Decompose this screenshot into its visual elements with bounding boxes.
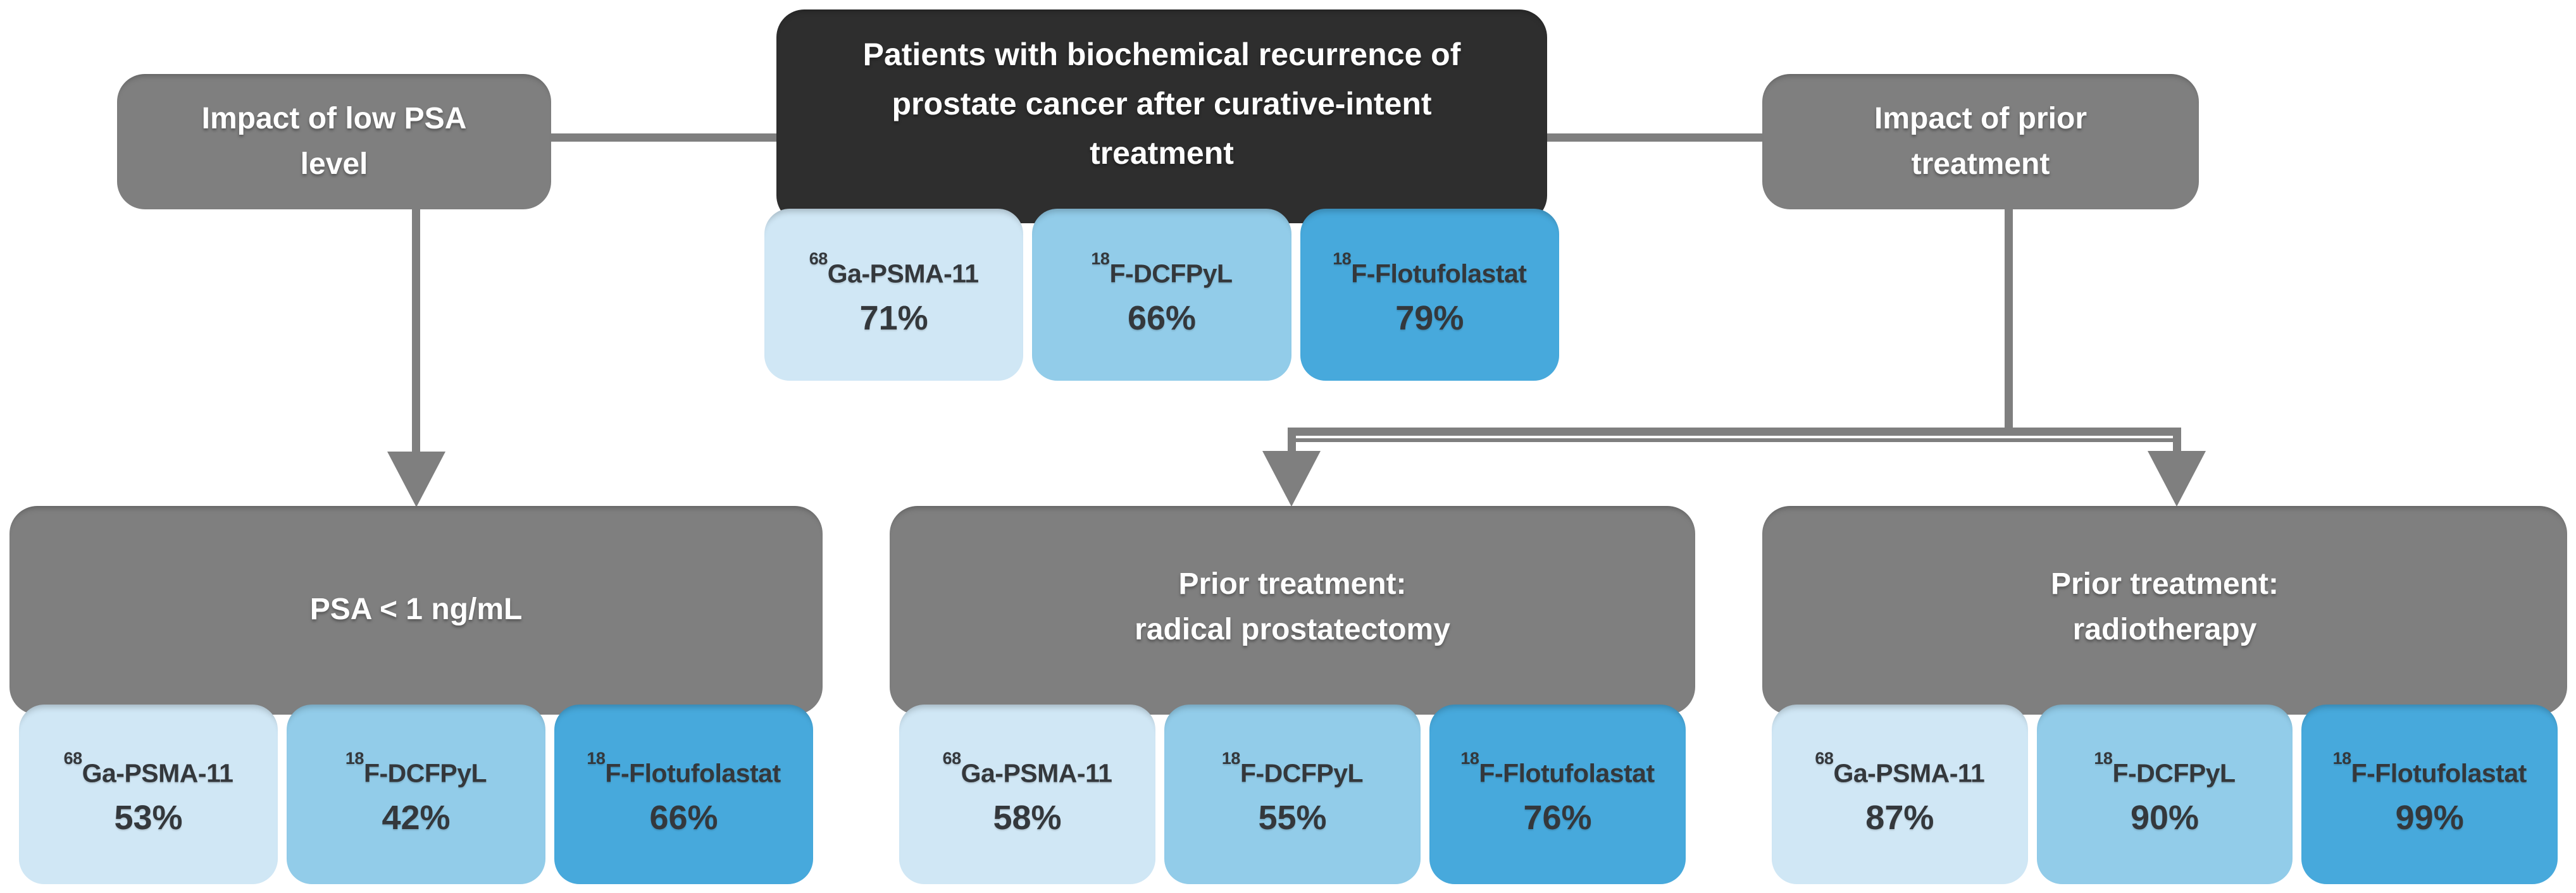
connector-branch-bar-inner	[1291, 438, 2177, 442]
node-prior-prostatectomy: Prior treatment: radical prostatectomy	[890, 506, 1695, 715]
isotope-superscript: 18	[2332, 749, 2352, 768]
isotope-superscript: 68	[1815, 749, 1834, 768]
arrowhead-prostatectomy-group	[1262, 451, 1321, 507]
tracer-box-ga-psma-11: 68Ga-PSMA-11 58%	[899, 705, 1155, 884]
tracer-name: 18F-DCFPyL	[2094, 749, 2236, 788]
tracer-box-ga-psma-11: 68Ga-PSMA-11 53%	[19, 705, 278, 884]
tracer-name: 68Ga-PSMA-11	[942, 749, 1112, 788]
tracer-box-f-flotufolastat: 18F-Flotufolastat 66%	[554, 705, 813, 884]
isotope-superscript: 18	[1091, 249, 1110, 269]
connector-stub-prostatectomy	[1288, 436, 1296, 453]
tracer-detection-rate: 55%	[1258, 798, 1327, 837]
tracer-detection-rate: 99%	[2395, 798, 2464, 837]
tracer-detection-rate: 90%	[2130, 798, 2200, 837]
tracer-detection-rate: 79%	[1395, 299, 1464, 337]
tracer-row-psa-below-1: 68Ga-PSMA-11 53% 18F-DCFPyL 42% 18F-Flot…	[19, 705, 813, 884]
arrowhead-psa-group	[387, 452, 445, 507]
tracer-detection-rate: 66%	[1127, 299, 1197, 337]
tracer-name: 18F-DCFPyL	[345, 749, 487, 788]
isotope-superscript: 18	[2094, 749, 2113, 768]
tracer-name: 68Ga-PSMA-11	[1815, 749, 1985, 788]
isotope-superscript: 18	[1221, 749, 1241, 768]
connector-branch-bar	[1288, 428, 2181, 436]
connector-root-to-prior	[1547, 133, 1762, 142]
isotope-superscript: 68	[942, 749, 962, 768]
tracer-box-f-flotufolastat: 18F-Flotufolastat 76%	[1429, 705, 1686, 884]
node-impact-prior-treatment-label: Impact of prior treatment	[1874, 102, 2088, 181]
arrowhead-radiotherapy-group	[2148, 451, 2206, 507]
tracer-row-radiotherapy: 68Ga-PSMA-11 87% 18F-DCFPyL 90% 18F-Flot…	[1772, 705, 2558, 884]
node-psa-below-1-label: PSA < 1 ng/mL	[309, 593, 523, 626]
tracer-detection-rate: 66%	[649, 798, 718, 837]
tracer-detection-rate: 87%	[1865, 798, 1934, 837]
tracer-box-f-flotufolastat: 18F-Flotufolastat 99%	[2301, 705, 2558, 884]
connector-prior-down	[2005, 209, 2013, 431]
node-impact-low-psa: Impact of low PSA level	[117, 74, 551, 209]
tracer-name: 18F-DCFPyL	[1091, 249, 1233, 288]
tracer-name: 68Ga-PSMA-11	[63, 749, 233, 788]
connector-lowpsa-to-root	[551, 133, 776, 142]
node-impact-low-psa-label: Impact of low PSA level	[201, 102, 467, 181]
node-psa-below-1: PSA < 1 ng/mL	[9, 506, 823, 715]
isotope-superscript: 18	[1460, 749, 1479, 768]
isotope-superscript: 18	[1333, 249, 1352, 269]
tracer-box-f-dcfpyl: 18F-DCFPyL 90%	[2036, 705, 2293, 884]
isotope-superscript: 18	[345, 749, 364, 768]
tracer-name: 18F-Flotufolastat	[1333, 249, 1527, 288]
tracer-row-prostatectomy: 68Ga-PSMA-11 58% 18F-DCFPyL 55% 18F-Flot…	[899, 705, 1686, 884]
node-prior-prostatectomy-label: Prior treatment: radical prostatectomy	[1135, 567, 1450, 646]
tracer-detection-rate: 42%	[382, 798, 451, 837]
tracer-box-ga-psma-11: 68Ga-PSMA-11 71%	[764, 209, 1024, 381]
node-root-population: Patients with biochemical recurrence of …	[776, 9, 1547, 223]
tracer-name: 68Ga-PSMA-11	[809, 249, 979, 288]
tracer-name: 18F-Flotufolastat	[1460, 749, 1655, 788]
tracer-detection-rate: 71%	[859, 299, 928, 337]
tracer-box-f-dcfpyl: 18F-DCFPyL 42%	[287, 705, 545, 884]
tracer-detection-rate: 76%	[1523, 798, 1592, 837]
isotope-superscript: 68	[63, 749, 83, 768]
tracer-name: 18F-Flotufolastat	[587, 749, 781, 788]
tracer-box-ga-psma-11: 68Ga-PSMA-11 87%	[1772, 705, 2028, 884]
tracer-box-f-flotufolastat: 18F-Flotufolastat 79%	[1300, 209, 1559, 381]
tracer-name: 18F-Flotufolastat	[2332, 749, 2527, 788]
connector-stub-radiotherapy	[2173, 436, 2181, 453]
tracer-row-root: 68Ga-PSMA-11 71% 18F-DCFPyL 66% 18F-Flot…	[764, 209, 1559, 381]
tracer-box-f-dcfpyl: 18F-DCFPyL 55%	[1164, 705, 1421, 884]
node-impact-prior-treatment: Impact of prior treatment	[1762, 74, 2199, 209]
connector-lowpsa-down	[412, 209, 420, 453]
node-root-population-label: Patients with biochemical recurrence of …	[862, 37, 1461, 171]
node-prior-radiotherapy: Prior treatment: radiotherapy	[1762, 506, 2567, 715]
tracer-box-f-dcfpyl: 18F-DCFPyL 66%	[1032, 209, 1291, 381]
isotope-superscript: 68	[809, 249, 828, 269]
tracer-name: 18F-DCFPyL	[1221, 749, 1364, 788]
tracer-detection-rate: 53%	[114, 798, 183, 837]
tracer-detection-rate: 58%	[993, 798, 1062, 837]
node-prior-radiotherapy-label: Prior treatment: radiotherapy	[2050, 567, 2279, 646]
isotope-superscript: 18	[587, 749, 606, 768]
